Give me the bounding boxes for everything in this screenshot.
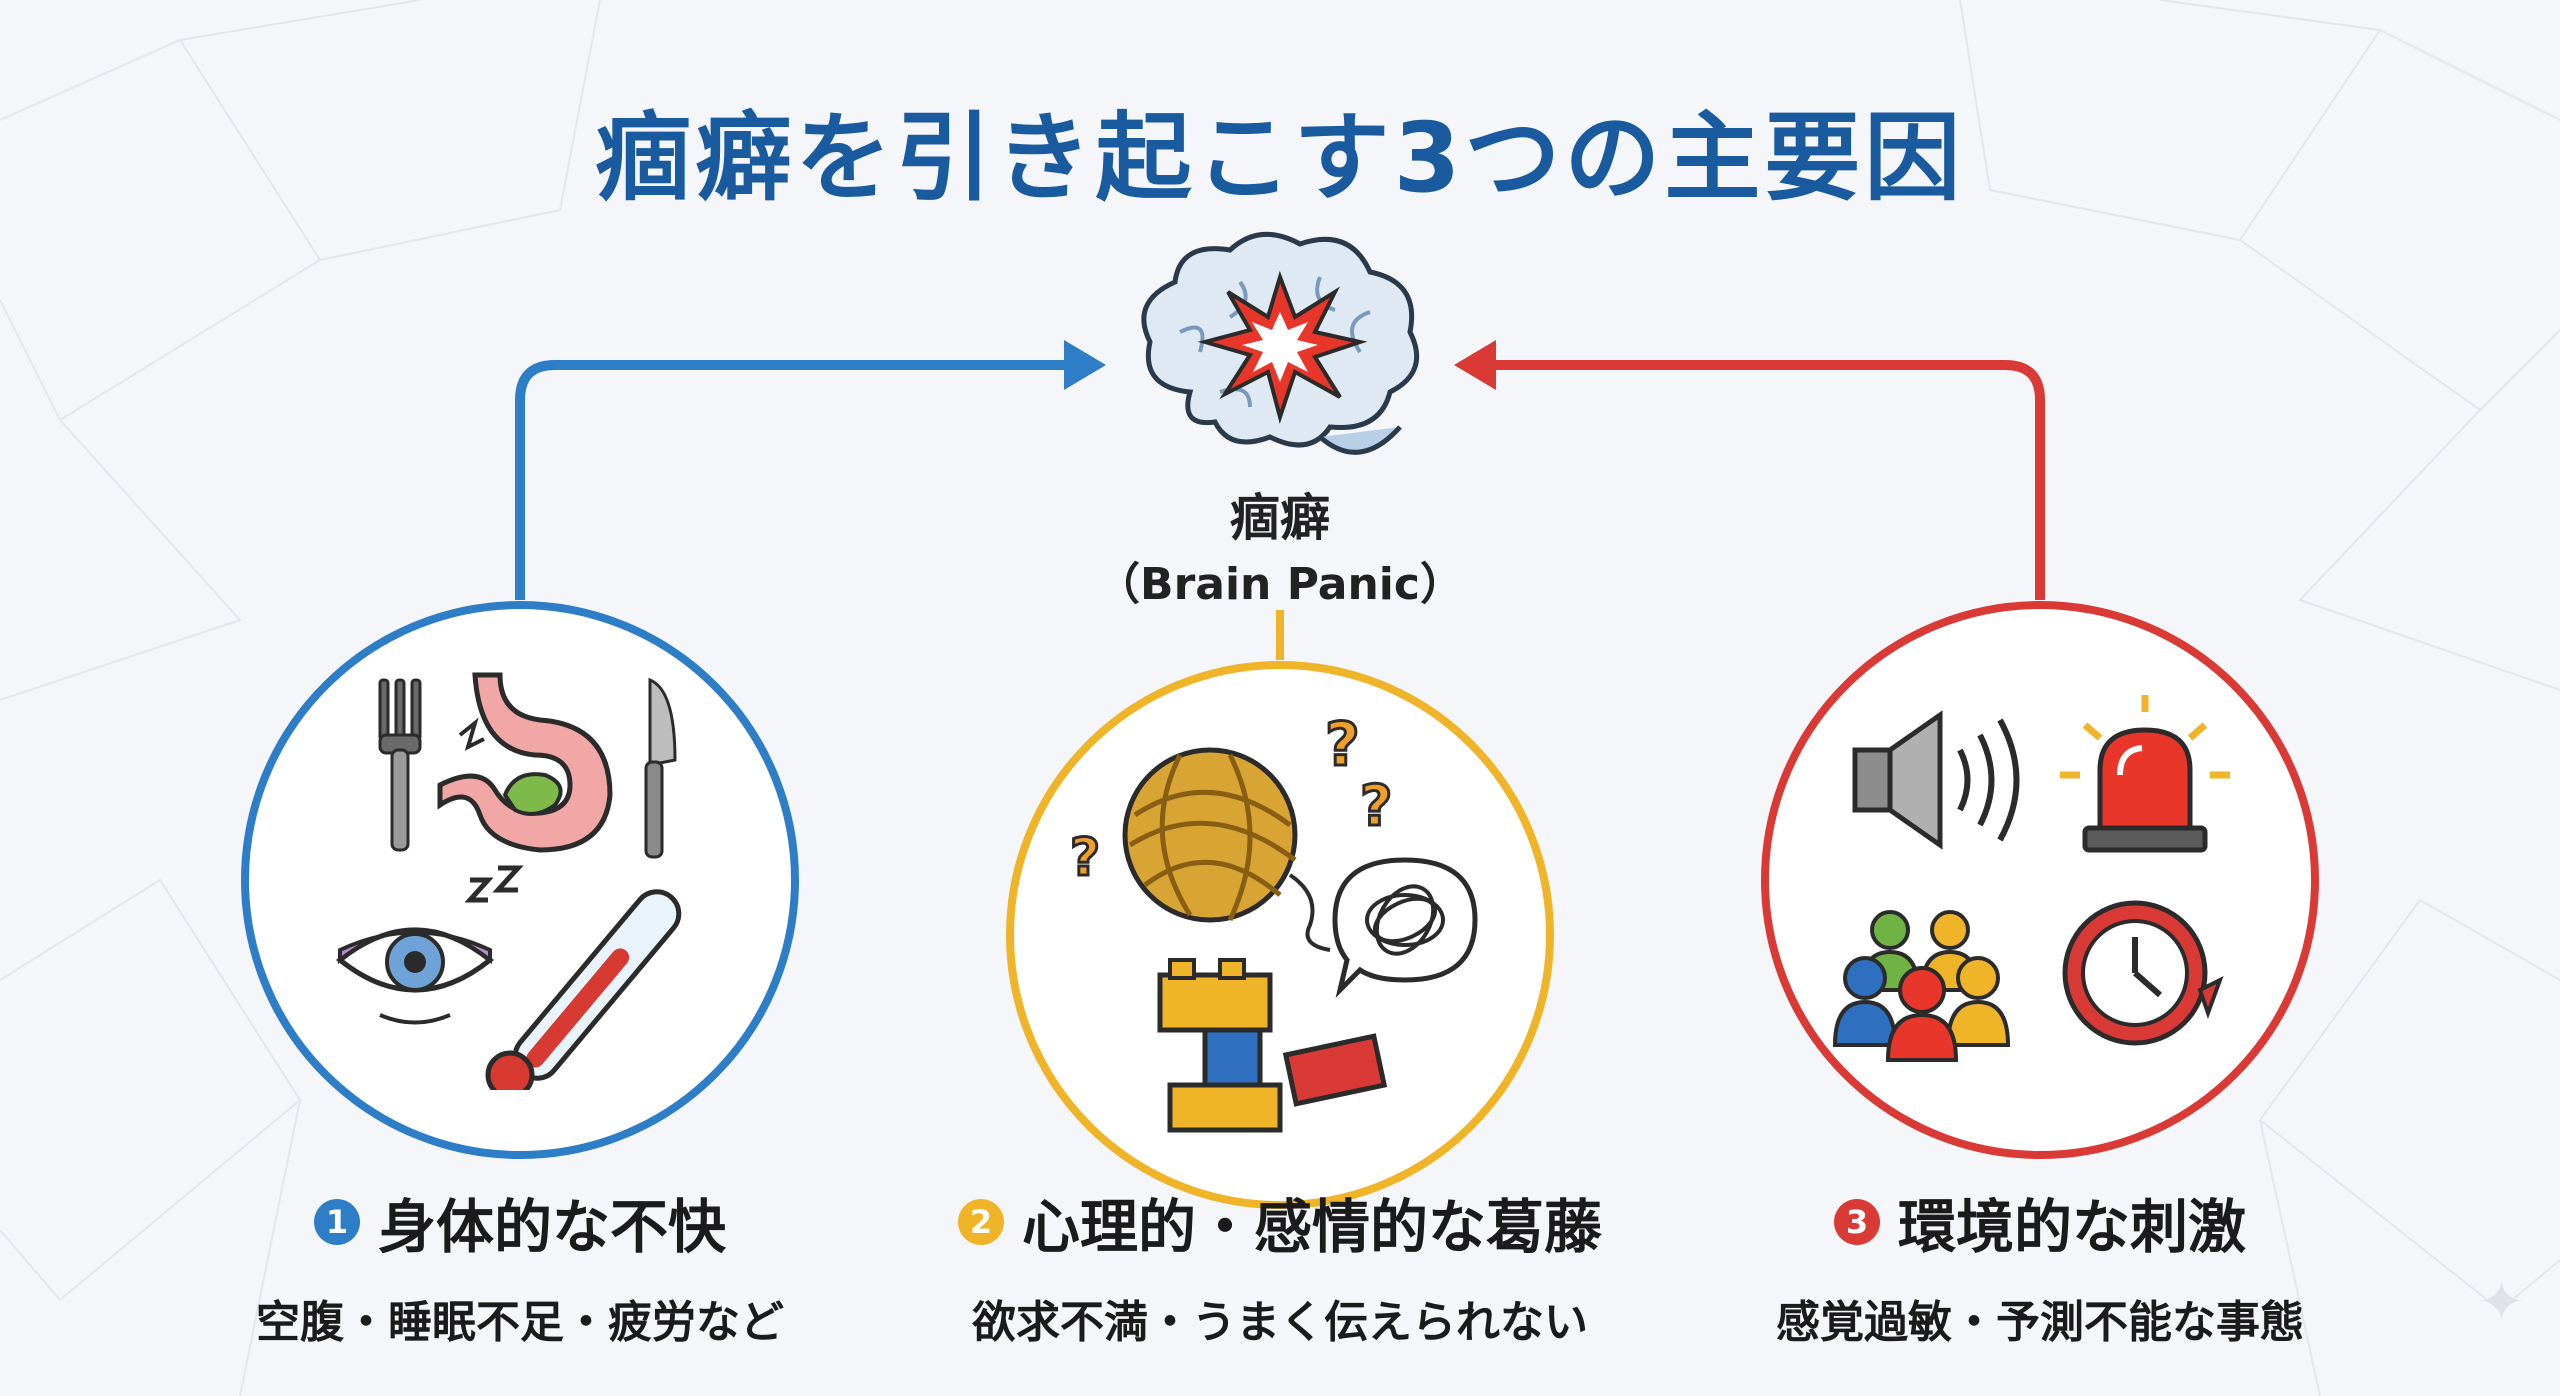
factor-psychological-subtitle: 欲求不満・うまく伝えられない [972, 1297, 1588, 1348]
factor-psychological-caption: 2 心理的・感情的な葛藤 欲求不満・うまく伝えられない [900, 1180, 1660, 1350]
sparkle-icon: ✦ [2478, 1270, 2525, 1335]
tired-eye-icon [335, 927, 495, 1025]
factor-psychological-title: 心理的・感情的な葛藤 [1021, 1193, 1602, 1261]
center-sublabel: （Brain Panic） [1096, 559, 1464, 610]
tangled-speech-bubble-icon [1332, 857, 1478, 998]
center-label: 痼癖 [1230, 489, 1330, 547]
stomach-icon [437, 672, 613, 853]
svg-text:?: ? [1070, 828, 1100, 888]
crowd-icon [1832, 910, 2011, 1062]
knife-icon [644, 677, 677, 859]
question-mark-icon: ? ? ? [1069, 715, 1394, 890]
number-badge: 3 [1833, 1199, 1880, 1245]
fork-icon [378, 678, 422, 852]
svg-text:?: ? [1360, 774, 1392, 839]
red-arrowhead [1454, 340, 1496, 390]
blue-arrow [515, 360, 1080, 600]
factor-physical-heading: 1 身体的な不快 [140, 1180, 900, 1264]
factor-environmental-heading: 3 環境的な刺激 [1660, 1180, 2420, 1264]
blue-arrowhead [1064, 340, 1106, 390]
speaker-icon [1852, 710, 2020, 850]
brain-icon [1141, 231, 1420, 455]
svg-text:?: ? [1325, 715, 1360, 780]
yarn-ball-icon [1122, 747, 1331, 952]
psychological-icons: ? ? ? [1069, 715, 1478, 1133]
zzz-icon [464, 865, 524, 903]
red-arrow [1480, 360, 2045, 600]
clock-icon [2062, 900, 2224, 1046]
environmental-icons [1832, 695, 2230, 1062]
physical-icons [335, 672, 682, 1090]
number-badge: 2 [957, 1199, 1004, 1245]
broken-blocks-icon [1157, 958, 1388, 1133]
factor-environmental-subtitle: 感覚過敏・予測不能な事態 [1776, 1297, 2304, 1348]
factor-physical-subtitle: 空腹・睡眠不足・疲労など [256, 1297, 784, 1348]
factor-psychological-heading: 2 心理的・感情的な葛藤 [900, 1180, 1660, 1264]
factor-environmental-title: 環境的な刺激 [1897, 1193, 2246, 1261]
alarm-light-icon [2060, 695, 2230, 853]
factor-physical-caption: 1 身体的な不快 空腹・睡眠不足・疲労など [140, 1180, 900, 1350]
factor-environmental-caption: 3 環境的な刺激 感覚過敏・予測不能な事態 [1660, 1180, 2420, 1350]
factor-physical-title: 身体的な不快 [377, 1193, 726, 1261]
page-title: 痼癖を引き起こす3つの主要因 [595, 102, 1965, 214]
thermometer-icon [485, 889, 682, 1090]
number-badge: 1 [313, 1199, 360, 1245]
